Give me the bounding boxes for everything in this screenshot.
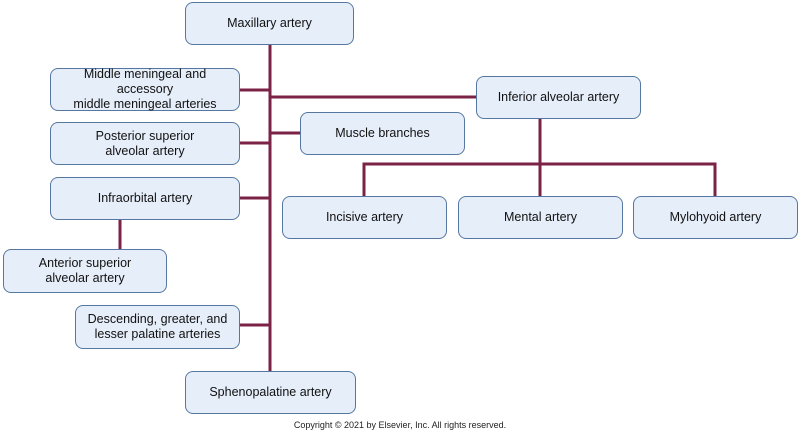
- node-incisive-label: Incisive artery: [325, 210, 404, 224]
- copyright-notice: Copyright © 2021 by Elsevier, Inc. All r…: [293, 420, 507, 430]
- node-muscle-branches: Muscle branches: [300, 112, 465, 155]
- node-middle-meningeal-label: Middle meningeal and accessory middle me…: [73, 67, 217, 111]
- node-anterior-superior-label: Anterior superior alveolar artery: [38, 256, 132, 285]
- node-posterior-superior-alveolar-artery: Posterior superior alveolar artery: [50, 122, 240, 165]
- node-mental-artery: Mental artery: [458, 196, 623, 239]
- node-infraorbital-artery: Infraorbital artery: [50, 177, 240, 220]
- node-posterior-superior-label: Posterior superior alveolar artery: [95, 128, 195, 158]
- node-sphenopalatine-artery: Sphenopalatine artery: [185, 371, 356, 414]
- node-infraorbital-label: Infraorbital artery: [97, 191, 193, 205]
- node-middle-meningeal-arteries: Middle meningeal and accessory middle me…: [50, 67, 240, 111]
- node-mylohyoid-artery: Mylohyoid artery: [633, 196, 798, 239]
- node-maxillary-artery-label: Maxillary artery: [227, 16, 312, 30]
- node-mental-label: Mental artery: [504, 210, 577, 224]
- node-muscle-branches-label: Muscle branches: [335, 126, 430, 140]
- node-inferior-alveolar-label: Inferior alveolar artery: [497, 90, 620, 104]
- node-incisive-artery: Incisive artery: [282, 196, 447, 239]
- node-sphenopalatine-label: Sphenopalatine artery: [209, 385, 332, 399]
- node-maxillary-artery: Maxillary artery: [185, 2, 354, 45]
- node-mylohyoid-label: Mylohyoid artery: [669, 210, 762, 224]
- node-inferior-alveolar-artery: Inferior alveolar artery: [476, 76, 641, 119]
- node-palatine-label: Descending, greater, and lesser palatine…: [87, 312, 228, 341]
- node-palatine-arteries: Descending, greater, and lesser palatine…: [75, 305, 240, 349]
- node-anterior-superior-alveolar-artery: Anterior superior alveolar artery: [3, 249, 167, 293]
